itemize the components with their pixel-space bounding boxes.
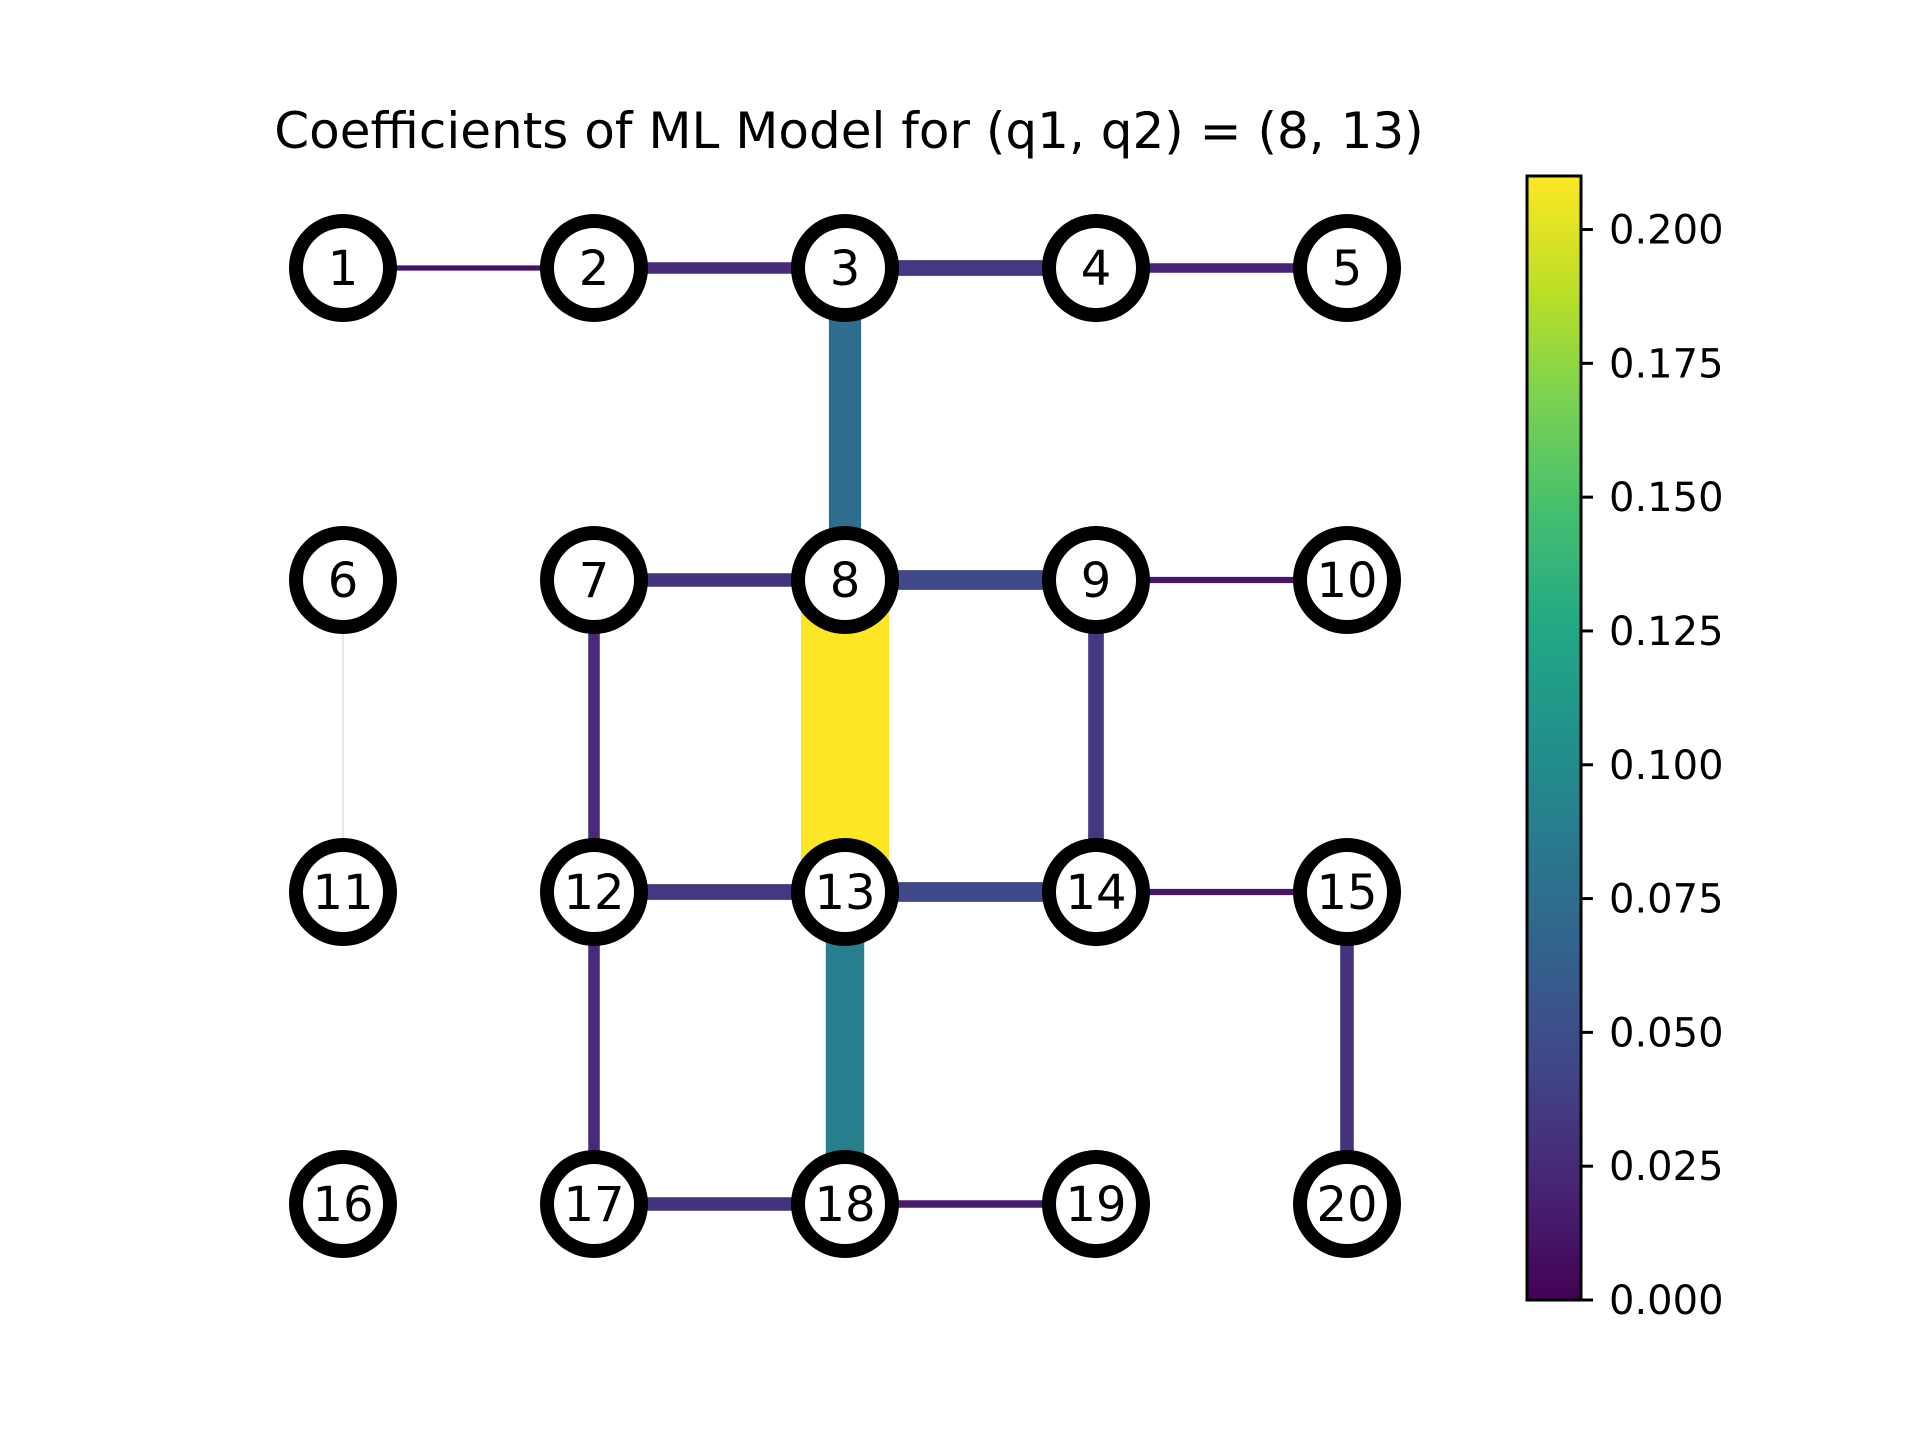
node-12: 12	[540, 838, 648, 946]
node-circle	[289, 838, 397, 946]
node-label: 11	[312, 865, 373, 921]
node-label: 6	[328, 553, 359, 609]
node-label: 20	[1316, 1177, 1377, 1233]
colorbar-tick-label: 0.050	[1609, 1010, 1724, 1056]
node-2: 2	[540, 214, 648, 322]
node-circle	[540, 1150, 648, 1258]
node-circle	[1042, 838, 1150, 946]
node-label: 8	[830, 553, 861, 609]
node-9: 9	[1042, 526, 1150, 634]
node-circle	[1293, 214, 1401, 322]
node-label: 7	[579, 553, 610, 609]
node-circle	[1042, 526, 1150, 634]
node-circle	[540, 838, 648, 946]
node-17: 17	[540, 1150, 648, 1258]
node-circle	[1293, 526, 1401, 634]
node-7: 7	[540, 526, 648, 634]
node-circle	[791, 1150, 899, 1258]
colorbar-tick-label: 0.075	[1609, 877, 1724, 923]
node-circle	[791, 526, 899, 634]
node-label: 17	[563, 1177, 624, 1233]
node-label: 9	[1081, 553, 1112, 609]
node-4: 4	[1042, 214, 1150, 322]
node-circle	[540, 214, 648, 322]
node-label: 12	[563, 865, 624, 921]
node-circle	[1042, 214, 1150, 322]
chart-title: Coefficients of ML Model for (q1, q2) = …	[274, 102, 1423, 160]
node-label: 5	[1332, 241, 1363, 297]
node-circle	[289, 1150, 397, 1258]
colorbar-tick-label: 0.100	[1609, 743, 1724, 789]
node-label: 10	[1316, 553, 1377, 609]
node-label: 16	[312, 1177, 373, 1233]
node-circle	[791, 214, 899, 322]
node-5: 5	[1293, 214, 1401, 322]
colorbar-gradient	[1525, 174, 1583, 1302]
node-circle	[1293, 838, 1401, 946]
node-label: 1	[328, 241, 359, 297]
node-19: 19	[1042, 1150, 1150, 1258]
node-circle	[289, 526, 397, 634]
node-label: 2	[579, 241, 610, 297]
node-circle	[540, 526, 648, 634]
node-8: 8	[791, 526, 899, 634]
node-circle	[289, 214, 397, 322]
edges-layer	[342, 260, 1354, 1211]
node-label: 3	[830, 241, 861, 297]
node-11: 11	[289, 838, 397, 946]
node-label: 19	[1065, 1177, 1126, 1233]
node-label: 14	[1065, 865, 1126, 921]
node-label: 15	[1316, 865, 1377, 921]
node-10: 10	[1293, 526, 1401, 634]
node-20: 20	[1293, 1150, 1401, 1258]
node-13: 13	[791, 838, 899, 946]
node-14: 14	[1042, 838, 1150, 946]
node-label: 13	[814, 865, 875, 921]
node-3: 3	[791, 214, 899, 322]
node-15: 15	[1293, 838, 1401, 946]
node-16: 16	[289, 1150, 397, 1258]
colorbar-tick-label: 0.025	[1609, 1144, 1724, 1190]
node-circle	[1293, 1150, 1401, 1258]
colorbar-tick-label: 0.175	[1609, 341, 1724, 387]
node-circle	[1042, 1150, 1150, 1258]
colorbar-tick-label: 0.200	[1609, 208, 1724, 254]
node-label: 4	[1081, 241, 1112, 297]
colorbar-tick-label: 0.125	[1609, 609, 1724, 655]
colorbar: 0.000 0.025 0.050 0.075 0.100 0.125 0.150 0.175…	[1525, 174, 1724, 1324]
colorbar-tick-label: 0.000	[1609, 1278, 1724, 1324]
colorbar-tick-label: 0.150	[1609, 475, 1724, 521]
node-18: 18	[791, 1150, 899, 1258]
node-circle	[791, 838, 899, 946]
node-6: 6	[289, 526, 397, 634]
node-1: 1	[289, 214, 397, 322]
node-label: 18	[814, 1177, 875, 1233]
